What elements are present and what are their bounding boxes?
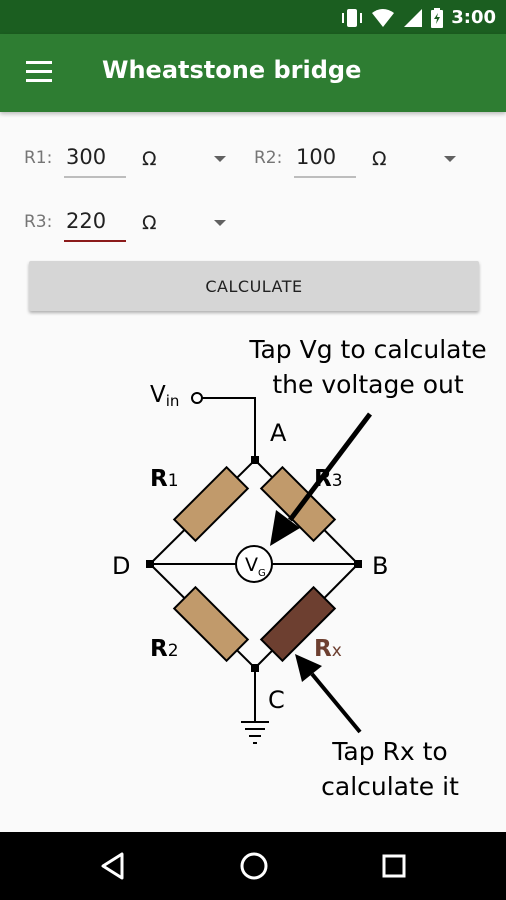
hint-rx-line1: Tap Rx to [331,737,447,766]
r2-label-diagram: R2 [150,636,179,662]
dropdown-arrow-icon [214,220,226,226]
r2-label: R2: [254,148,283,168]
vg-meter[interactable]: VG [235,545,273,583]
r2-unit-select[interactable]: Ω [372,144,460,174]
ground-icon [241,721,269,744]
status-bar: 3:00 [0,0,506,34]
svg-text:VG: VG [245,554,266,579]
r2-input[interactable] [294,142,356,178]
vin-terminal [191,392,203,404]
node-c-label: C [268,686,285,714]
status-icons: 3:00 [341,7,496,28]
node-b-label: B [372,552,388,580]
node-a-dot [251,456,259,464]
vin-label: Vin [150,382,179,410]
status-time: 3:00 [451,7,496,28]
r3-label: R3: [24,212,53,232]
app-bar: Wheatstone bridge [0,34,506,112]
back-icon[interactable] [92,844,136,888]
vibrate-icon [342,8,363,27]
r1-label: R1: [24,148,53,168]
r3-input[interactable] [64,206,126,242]
battery-icon [431,7,444,28]
wifi-icon [372,8,395,27]
vg-main: V [245,554,258,576]
signal-icon [404,8,423,27]
r1-unit-value: Ω [142,148,157,170]
app-title: Wheatstone bridge [102,56,362,84]
r2-resistor[interactable] [172,585,250,663]
hint-vg-arrow [270,412,372,546]
r3-unit-value: Ω [142,212,157,234]
home-icon[interactable] [232,844,276,888]
menu-icon[interactable] [26,61,52,83]
recents-icon[interactable] [372,844,416,888]
node-b-dot [354,560,362,568]
node-c-dot [251,664,259,672]
hint-vg-line1: Tap Vg to calculate [248,335,486,364]
r3-unit-select[interactable]: Ω [142,208,230,238]
calculate-button[interactable]: CALCULATE [29,261,479,311]
dropdown-arrow-icon [444,156,456,162]
vg-sub: G [258,568,266,579]
rx-label-diagram: Rx [314,636,342,662]
r1-resistor[interactable] [172,465,250,543]
r1-label-diagram: R1 [150,466,179,492]
dropdown-arrow-icon [214,156,226,162]
nav-bar [0,832,506,900]
rx-resistor[interactable] [259,585,337,663]
hint-rx-line2: calculate it [321,772,459,801]
hint-rx-arrow [295,654,362,734]
bridge-diagram: VG Vin A D B C R1 R3 R2 Rx Tap Vg to cal… [112,335,487,801]
hint-vg-line2: the voltage out [272,370,463,399]
node-a-label: A [270,419,287,447]
node-d-dot [146,560,154,568]
node-d-label: D [112,552,130,580]
r1-unit-select[interactable]: Ω [142,144,230,174]
r1-input[interactable] [64,142,126,178]
r2-unit-value: Ω [372,148,387,170]
